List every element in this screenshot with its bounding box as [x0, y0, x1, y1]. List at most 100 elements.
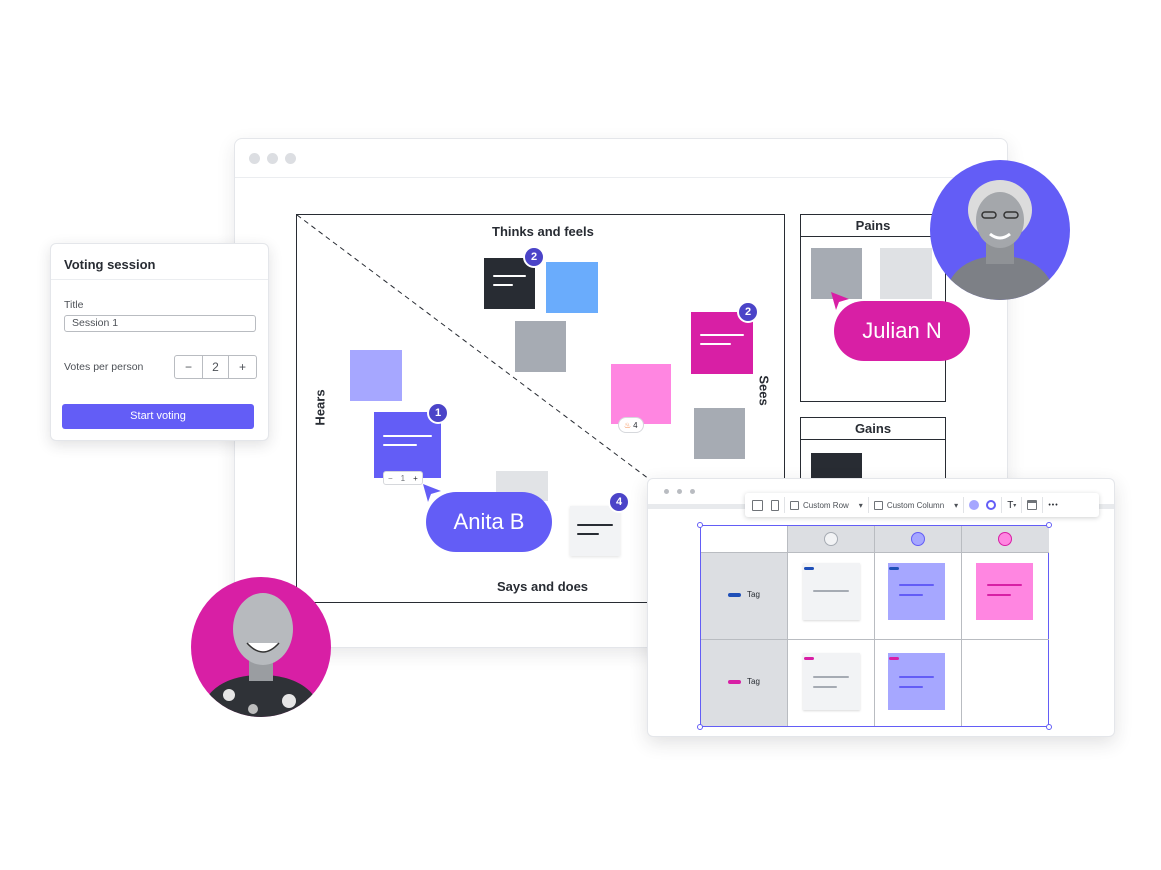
table-column-header[interactable]	[788, 526, 875, 553]
resize-handle[interactable]	[697, 724, 703, 730]
fire-icon: ♨	[624, 420, 632, 430]
custom-row-dropdown[interactable]: Custom Row ▾	[790, 500, 863, 510]
sticky-note-grey[interactable]	[811, 248, 862, 299]
chevron-down-icon: ▾	[858, 500, 863, 510]
vote-count-badge: 1	[427, 402, 449, 424]
votes-stepper: − 2 +	[174, 355, 257, 379]
window-dot-icon[interactable]	[690, 489, 695, 494]
avatar-julian	[930, 160, 1070, 300]
custom-column-dropdown[interactable]: Custom Column ▾	[873, 500, 959, 510]
sticky-note-light[interactable]	[880, 248, 932, 299]
resize-handle[interactable]	[1046, 522, 1052, 528]
start-voting-button[interactable]: Start voting	[62, 404, 254, 429]
says-and-does-label: Says and does	[497, 579, 589, 594]
window-dot-icon[interactable]	[677, 489, 682, 494]
session-title-input[interactable]: Session 1	[64, 315, 256, 332]
table-row-header[interactable]: Tag	[701, 553, 788, 640]
vote-value: 1	[400, 473, 406, 483]
gains-frame: Gains	[800, 417, 946, 488]
tag-label: Tag	[747, 590, 760, 599]
sticky-note-magenta[interactable]	[691, 312, 753, 374]
table-corner-cell	[701, 526, 788, 553]
vote-count-badge: 2	[523, 246, 545, 268]
mini-sticky-note[interactable]	[976, 563, 1033, 620]
chevron-down-icon: ▾	[1013, 502, 1017, 509]
cursor-label-julian: Julian N	[834, 301, 970, 361]
mini-sticky-note[interactable]	[803, 653, 860, 710]
vote-plus-button[interactable]: +	[413, 473, 418, 483]
avatar-portrait	[199, 593, 323, 717]
sticky-note-white[interactable]	[570, 506, 620, 556]
window-dot-icon[interactable]	[267, 153, 278, 164]
voting-session-title: Voting session	[51, 244, 268, 280]
sticky-note-pink[interactable]	[611, 364, 671, 424]
column-style-icon	[873, 500, 883, 510]
table-cell[interactable]	[875, 553, 962, 640]
table-toolbar: Custom Row ▾ Custom Column ▾ T ▾ •••	[745, 493, 1099, 517]
pains-title: Pains	[801, 215, 945, 237]
resize-handle[interactable]	[1046, 724, 1052, 730]
insert-row-icon[interactable]	[752, 499, 763, 511]
reaction-chip[interactable]: ♨ 4	[618, 417, 644, 433]
mini-sticky-note[interactable]	[888, 653, 945, 710]
tag-marker	[889, 567, 899, 570]
tag-marker	[889, 657, 899, 660]
window-divider	[235, 177, 1007, 178]
custom-column-label: Custom Column	[886, 500, 945, 510]
column-color-dot	[824, 532, 838, 546]
table-column-header[interactable]	[875, 526, 962, 553]
table-cell[interactable]	[788, 553, 875, 640]
sticky-note-dark[interactable]	[484, 258, 535, 309]
sticky-note-grey[interactable]	[515, 321, 566, 372]
cursor-label-anita: Anita B	[426, 492, 552, 552]
window-controls	[664, 489, 695, 494]
more-options-icon[interactable]: •••	[1048, 501, 1059, 509]
cursor-arrow-icon	[423, 484, 441, 502]
vote-minus-button[interactable]: −	[388, 473, 393, 483]
sticky-note-lavender[interactable]	[350, 350, 402, 401]
tag-marker	[804, 567, 814, 570]
border-color-icon[interactable]	[986, 500, 997, 510]
gains-title: Gains	[801, 418, 945, 440]
row-tag: Tag	[728, 590, 760, 599]
table-cell[interactable]	[962, 553, 1049, 640]
votes-per-person-label: Votes per person	[64, 361, 144, 373]
custom-row-label: Custom Row	[803, 500, 849, 510]
window-dot-icon[interactable]	[664, 489, 669, 494]
votes-minus-button[interactable]: −	[184, 360, 192, 374]
voting-session-panel: Voting session Title Session 1 Votes per…	[50, 243, 269, 441]
cursor-arrow-icon	[831, 292, 849, 310]
row-style-icon	[790, 500, 799, 510]
table-window: Custom Row ▾ Custom Column ▾ T ▾ •••	[647, 478, 1115, 737]
mini-sticky-note[interactable]	[803, 563, 860, 620]
votes-value[interactable]: 2	[202, 356, 229, 378]
window-dot-icon[interactable]	[249, 153, 260, 164]
sticky-note-grey[interactable]	[694, 408, 745, 459]
panel-icon[interactable]	[1027, 500, 1038, 510]
tag-marker	[804, 657, 814, 660]
mini-sticky-note[interactable]	[888, 563, 945, 620]
title-label: Title	[64, 299, 84, 311]
table-cell[interactable]	[788, 640, 875, 726]
text-format-icon[interactable]: T	[1007, 499, 1014, 511]
table-cell[interactable]	[875, 640, 962, 726]
column-color-dot	[911, 532, 925, 546]
vote-count-badge: 2	[737, 301, 759, 323]
table-row-header[interactable]: Tag	[701, 640, 788, 726]
table-cell[interactable]	[962, 640, 1049, 726]
window-dot-icon[interactable]	[285, 153, 296, 164]
votes-plus-button[interactable]: +	[238, 360, 246, 374]
insert-column-icon[interactable]	[771, 499, 779, 511]
table-column-header[interactable]	[962, 526, 1049, 553]
vote-stepper[interactable]: − 1 +	[383, 471, 423, 485]
vote-count-badge: 4	[608, 491, 630, 513]
tag-color-swatch	[728, 679, 741, 684]
fill-color-icon[interactable]	[969, 500, 980, 510]
chevron-down-icon: ▾	[954, 500, 959, 510]
resize-handle[interactable]	[697, 522, 703, 528]
tag-color-swatch	[728, 592, 741, 597]
reaction-count: 4	[633, 420, 638, 430]
tag-label: Tag	[747, 677, 760, 686]
sticky-note-purple[interactable]	[374, 412, 441, 478]
sticky-note-blue[interactable]	[546, 262, 598, 313]
